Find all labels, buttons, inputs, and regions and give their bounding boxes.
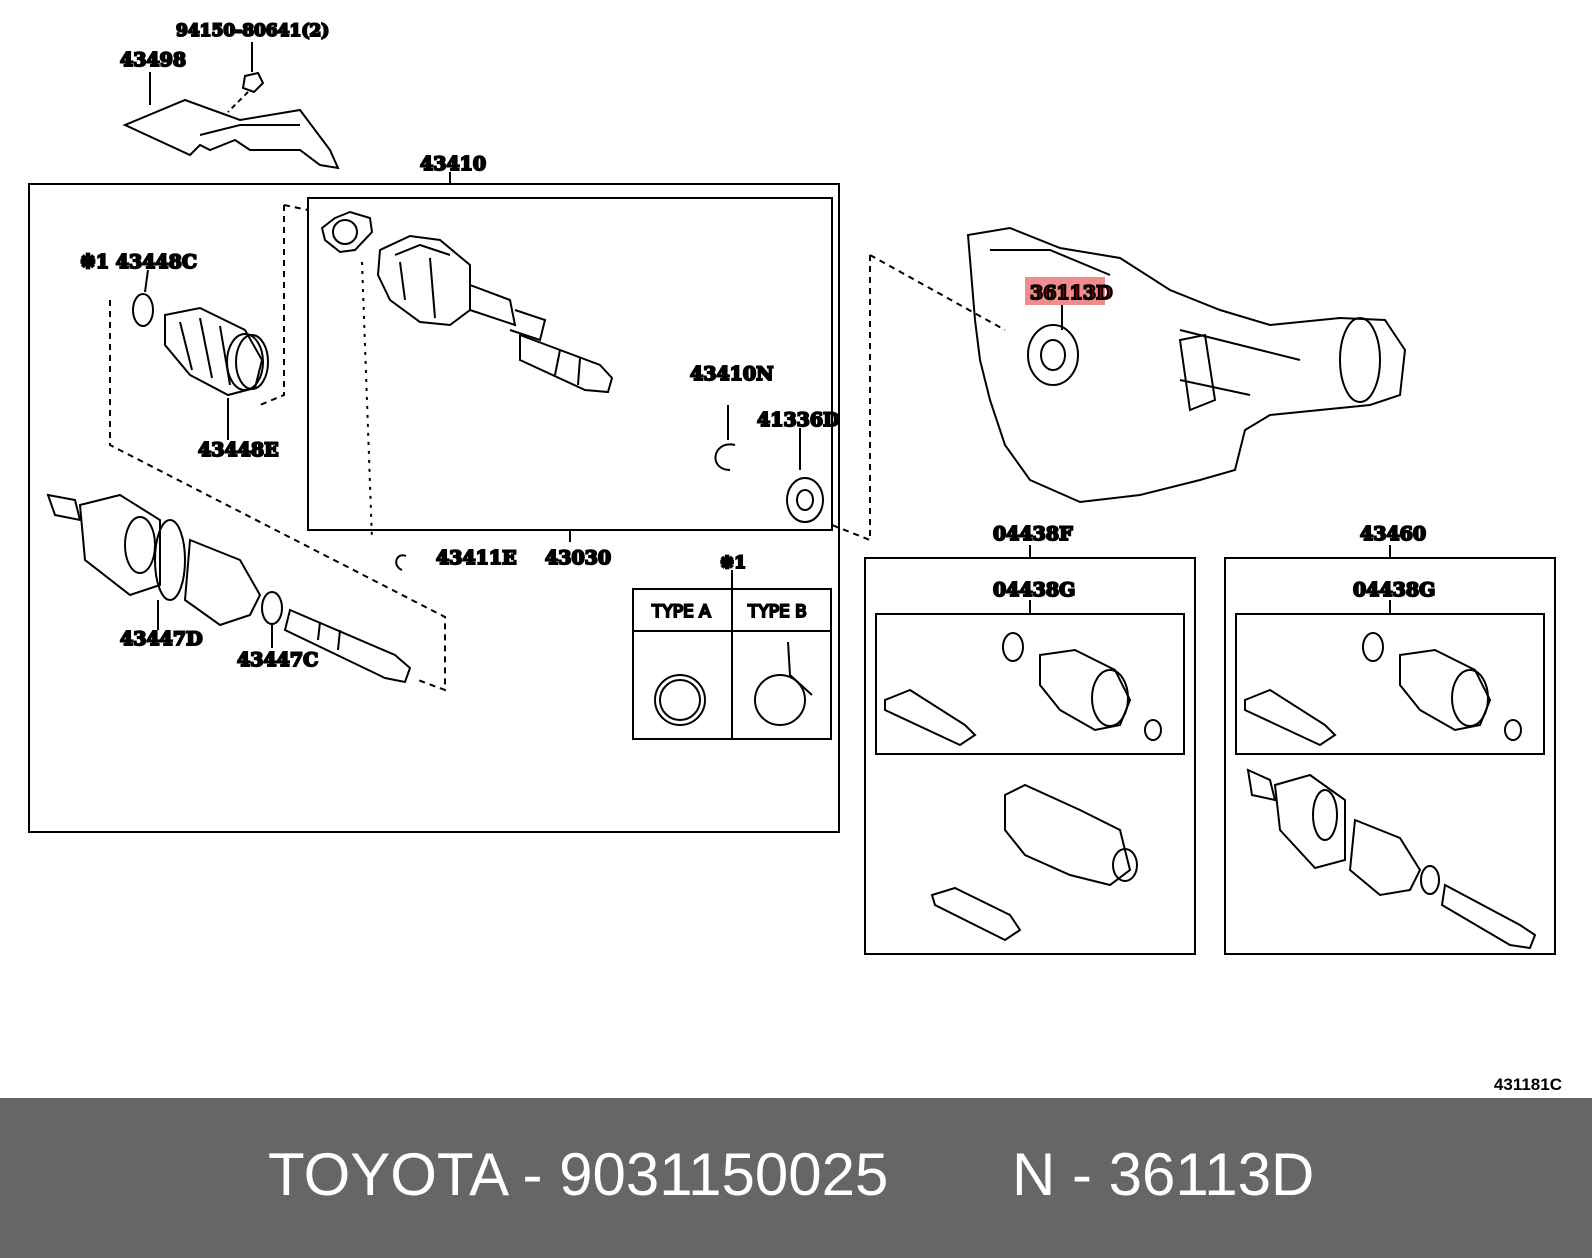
label-04438g-2: 04438G [1353,579,1435,601]
label-43498: 43498 [120,49,186,71]
label-43030: 43030 [545,547,611,569]
bearing-36113d-drawing [1027,305,1079,386]
label-43448c: ※1 43448C [80,251,197,273]
label-36113d: 36113D [1030,282,1113,304]
kit-04438g-frame-1 [875,613,1185,755]
inboard-joint-drawing [320,210,614,541]
highlight-36113d [1025,277,1105,305]
label-43447d: 43447D [120,628,203,650]
note-marker: ※1 [720,553,746,573]
kit-04438g-frame-2 [1235,613,1545,755]
clamp-type-b-drawing [754,674,806,726]
transmission-housing-drawing [831,226,1407,542]
label-04438f: 04438F [993,523,1073,545]
oil-seal-drawing [786,428,824,523]
footer-reference-number: N - 36113D [1012,1141,1315,1208]
label-43447c: 43447C [237,649,318,671]
label-43410n: 43410N [690,363,773,385]
snap-ring-drawing [714,405,736,471]
driveshaft-drawing [46,493,412,684]
boot-kit-2-drawing [1244,632,1537,950]
assembly-43410-frame [28,183,840,833]
clamp-type-b-label: TYPE B [747,602,807,622]
footer-banner: TOYOTA - 9031150025 N - 36113D [0,1098,1592,1258]
nut-part [227,42,265,113]
kit-43460-frame [1224,557,1556,955]
label-94150-80641: 94150-80641(2) [176,21,329,41]
label-41336d: 41336D [757,409,840,431]
diagram-ref-code: 431181C [1493,1075,1562,1094]
footer-brand-part-number: TOYOTA - 9031150025 [268,1141,889,1208]
clip-43411e-drawing [395,554,407,571]
label-04438g-1: 04438G [993,579,1075,601]
outboard-boot-drawing [132,269,269,440]
heat-shield-part [122,72,340,170]
exploded-parts-diagram: 94150-80641(2) 43498 43410 ※1 43448C 434… [28,20,1556,955]
clamp-type-a-drawing [654,674,706,726]
kit-04438f-frame [864,557,1196,955]
label-43460: 43460 [1360,523,1426,545]
clamp-type-a-label: TYPE A [651,602,711,622]
label-43448e: 43448E [198,439,279,461]
label-43411e: 43411E [436,547,517,569]
boot-kit-1-drawing [884,632,1162,942]
label-43410: 43410 [420,153,486,175]
